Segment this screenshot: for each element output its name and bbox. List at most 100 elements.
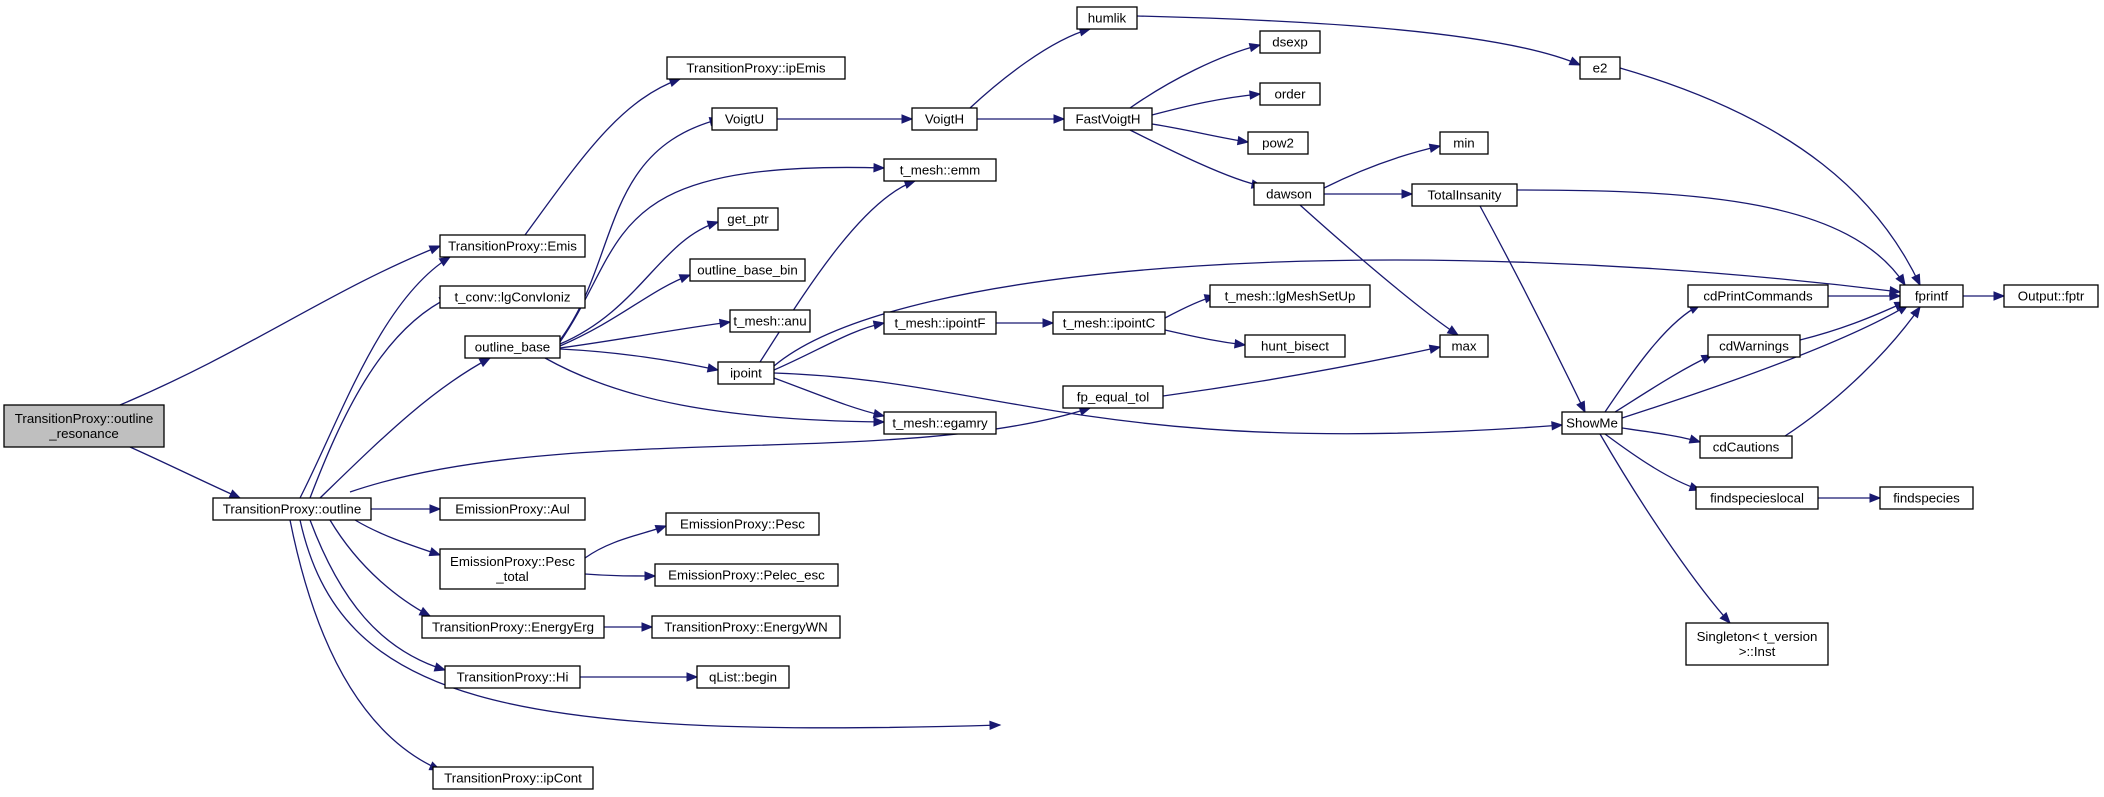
node-box[interactable] bbox=[1899, 284, 1964, 308]
node-box[interactable] bbox=[444, 665, 581, 689]
node-e2[interactable]: e2 bbox=[1579, 56, 1621, 80]
node-voigtH[interactable]: VoigtH bbox=[911, 107, 978, 131]
node-totalInsanity[interactable]: TotalInsanity bbox=[1411, 183, 1518, 207]
node-get_ptr[interactable]: get_ptr bbox=[717, 207, 779, 231]
node-box[interactable] bbox=[651, 615, 841, 639]
node-box[interactable] bbox=[421, 615, 605, 639]
node-box[interactable] bbox=[717, 207, 779, 231]
edge-line bbox=[329, 519, 431, 617]
node-box[interactable] bbox=[1253, 182, 1325, 206]
node-outline_base[interactable]: outline_base bbox=[464, 335, 561, 359]
node-box[interactable] bbox=[1411, 183, 1518, 207]
node-root[interactable]: TransitionProxy::outline_resonance bbox=[3, 404, 165, 448]
node-box[interactable] bbox=[1439, 334, 1489, 358]
node-humlik[interactable]: humlik bbox=[1076, 6, 1138, 30]
node-max[interactable]: max bbox=[1439, 334, 1489, 358]
node-fprintf[interactable]: fprintf bbox=[1899, 284, 1964, 308]
node-pow2[interactable]: pow2 bbox=[1247, 131, 1309, 155]
node-box[interactable] bbox=[1439, 131, 1489, 155]
node-showMe[interactable]: ShowMe bbox=[1561, 411, 1623, 435]
node-emis[interactable]: TransitionProxy::Emis bbox=[439, 234, 586, 258]
node-box[interactable] bbox=[654, 563, 839, 587]
edge-arrowhead bbox=[668, 77, 682, 87]
node-cdWarnings[interactable]: cdWarnings bbox=[1707, 334, 1801, 358]
node-egamry[interactable]: t_mesh::egamry bbox=[883, 411, 997, 435]
node-box[interactable] bbox=[1259, 30, 1321, 54]
node-box[interactable] bbox=[665, 512, 820, 536]
node-box[interactable] bbox=[1076, 6, 1138, 30]
node-lgMeshSetUp[interactable]: t_mesh::lgMeshSetUp bbox=[1209, 284, 1371, 308]
node-box[interactable] bbox=[1579, 56, 1621, 80]
node-box[interactable] bbox=[1699, 435, 1793, 459]
node-fastVoigtH[interactable]: FastVoigtH bbox=[1063, 107, 1153, 131]
node-hi[interactable]: TransitionProxy::Hi bbox=[444, 665, 581, 689]
node-qbegin[interactable]: qList::begin bbox=[696, 665, 790, 689]
node-box[interactable] bbox=[1209, 284, 1371, 308]
node-outline[interactable]: TransitionProxy::outline bbox=[212, 497, 372, 521]
node-ipCont[interactable]: TransitionProxy::ipCont bbox=[432, 766, 594, 790]
node-energyErg[interactable]: TransitionProxy::EnergyErg bbox=[421, 615, 605, 639]
node-ipEmis[interactable]: TransitionProxy::ipEmis bbox=[666, 56, 846, 80]
node-box[interactable] bbox=[1685, 622, 1829, 666]
node-pelec_esc[interactable]: EmissionProxy::Pelec_esc bbox=[654, 563, 839, 587]
node-lgConvIoniz[interactable]: t_conv::lgConvIoniz bbox=[439, 285, 586, 309]
node-box[interactable] bbox=[2003, 284, 2099, 308]
node-fptr[interactable]: Output::fptr bbox=[2003, 284, 2099, 308]
node-box[interactable] bbox=[212, 497, 372, 521]
node-box[interactable] bbox=[1561, 411, 1623, 435]
node-box[interactable] bbox=[464, 335, 561, 359]
node-box[interactable] bbox=[1707, 334, 1801, 358]
edge-arrowhead bbox=[1910, 305, 1921, 319]
node-outline_base_bin[interactable]: outline_base_bin bbox=[689, 258, 806, 282]
node-emm[interactable]: t_mesh::emm bbox=[883, 158, 997, 182]
node-box[interactable] bbox=[3, 404, 165, 448]
node-cdPrintCommands[interactable]: cdPrintCommands bbox=[1687, 284, 1829, 308]
node-dawson[interactable]: dawson bbox=[1253, 182, 1325, 206]
node-box[interactable] bbox=[1695, 486, 1819, 510]
node-label: t_conv::lgConvIoniz bbox=[454, 290, 570, 305]
node-box[interactable] bbox=[439, 548, 586, 590]
node-findspecies[interactable]: findspecies bbox=[1879, 486, 1974, 510]
node-findspecieslocal[interactable]: findspecieslocal bbox=[1695, 486, 1819, 510]
node-box[interactable] bbox=[696, 665, 790, 689]
node-aul[interactable]: EmissionProxy::Aul bbox=[439, 497, 586, 521]
node-box[interactable] bbox=[1244, 334, 1346, 358]
node-cdCautions[interactable]: cdCautions bbox=[1699, 435, 1793, 459]
node-pesc[interactable]: EmissionProxy::Pesc bbox=[665, 512, 820, 536]
node-min[interactable]: min bbox=[1439, 131, 1489, 155]
node-box[interactable] bbox=[729, 309, 811, 333]
node-box[interactable] bbox=[666, 56, 846, 80]
node-box[interactable] bbox=[1879, 486, 1974, 510]
node-singleton[interactable]: Singleton< t_version>::Inst bbox=[1685, 622, 1829, 666]
node-box[interactable] bbox=[711, 107, 778, 131]
node-box[interactable] bbox=[717, 361, 775, 385]
node-box[interactable] bbox=[1247, 131, 1309, 155]
node-pesc_total[interactable]: EmissionProxy::Pesc_total bbox=[439, 548, 586, 590]
node-box[interactable] bbox=[439, 234, 586, 258]
node-box[interactable] bbox=[1687, 284, 1829, 308]
node-box[interactable] bbox=[883, 411, 997, 435]
edge-arrowhead bbox=[873, 417, 886, 427]
node-label: outline_base_bin bbox=[697, 263, 798, 278]
node-box[interactable] bbox=[911, 107, 978, 131]
node-box[interactable] bbox=[1062, 385, 1164, 409]
node-ipointC[interactable]: t_mesh::ipointC bbox=[1052, 311, 1166, 335]
node-box[interactable] bbox=[439, 285, 586, 309]
node-box[interactable] bbox=[883, 158, 997, 182]
node-ipointF[interactable]: t_mesh::ipointF bbox=[883, 311, 997, 335]
node-box[interactable] bbox=[1063, 107, 1153, 131]
node-box[interactable] bbox=[1052, 311, 1166, 335]
node-voigtU[interactable]: VoigtU bbox=[711, 107, 778, 131]
node-ipoint[interactable]: ipoint bbox=[717, 361, 775, 385]
node-box[interactable] bbox=[883, 311, 997, 335]
node-box[interactable] bbox=[432, 766, 594, 790]
node-order[interactable]: order bbox=[1259, 82, 1321, 106]
node-hunt_bisect[interactable]: hunt_bisect bbox=[1244, 334, 1346, 358]
node-anu[interactable]: t_mesh::anu bbox=[729, 309, 811, 333]
node-box[interactable] bbox=[689, 258, 806, 282]
node-energyWN[interactable]: TransitionProxy::EnergyWN bbox=[651, 615, 841, 639]
node-box[interactable] bbox=[439, 497, 586, 521]
node-box[interactable] bbox=[1259, 82, 1321, 106]
node-fp_equal_tol[interactable]: fp_equal_tol bbox=[1062, 385, 1164, 409]
node-dsexp[interactable]: dsexp bbox=[1259, 30, 1321, 54]
